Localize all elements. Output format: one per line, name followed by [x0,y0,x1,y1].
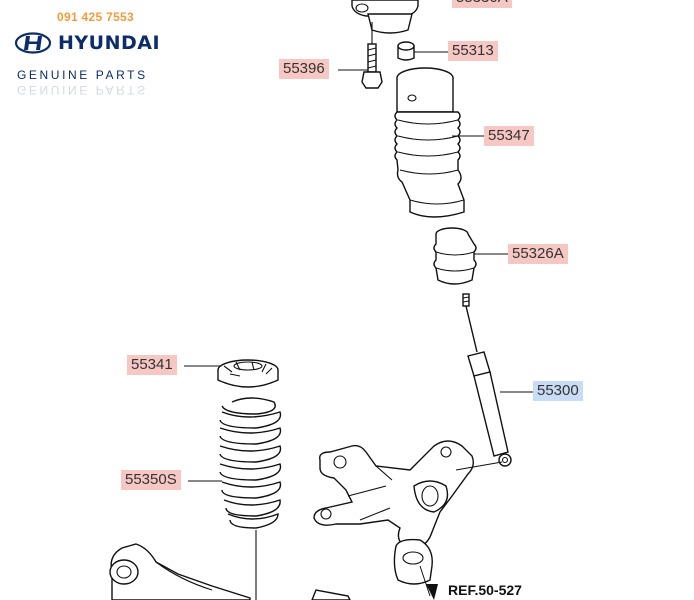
part-label-55326A: 55326A [508,244,568,264]
part-label-55313: 55313 [448,41,498,61]
knuckle-carrier-part [313,440,503,585]
part-label-55300: 55300 [533,381,583,401]
spring-seat-55341-part [217,359,279,388]
part-label-55341: 55341 [127,355,177,375]
bump-stopper-55326A-part [433,227,477,285]
bolt-55396-part [361,22,383,89]
reference-label: REF.50-527 [448,582,522,598]
phone-number: 091 425 7553 [57,10,135,24]
part-label-55330A: 55330A [452,0,512,8]
genuine-parts-tagline: GENUINE PARTS [17,68,148,82]
coil-spring-55350S-part [219,397,282,600]
part-label-55350S: 55350S [121,470,181,490]
lower-arm-part [109,543,351,600]
top-mount-part [351,0,419,34]
shock-absorber-55300-part [462,293,512,467]
nut-55313-part [397,41,415,61]
leader-lines [184,51,536,597]
ref-arrow-icon [426,584,438,600]
hyundai-logo: HYUNDAI [14,32,160,54]
leader-ref [419,565,431,597]
hyundai-emblem-icon [14,32,52,54]
part-label-55347: 55347 [484,126,534,146]
part-label-55396: 55396 [279,59,329,79]
dust-cover-55347-part [394,67,465,218]
brand-name: HYUNDAI [58,32,161,54]
